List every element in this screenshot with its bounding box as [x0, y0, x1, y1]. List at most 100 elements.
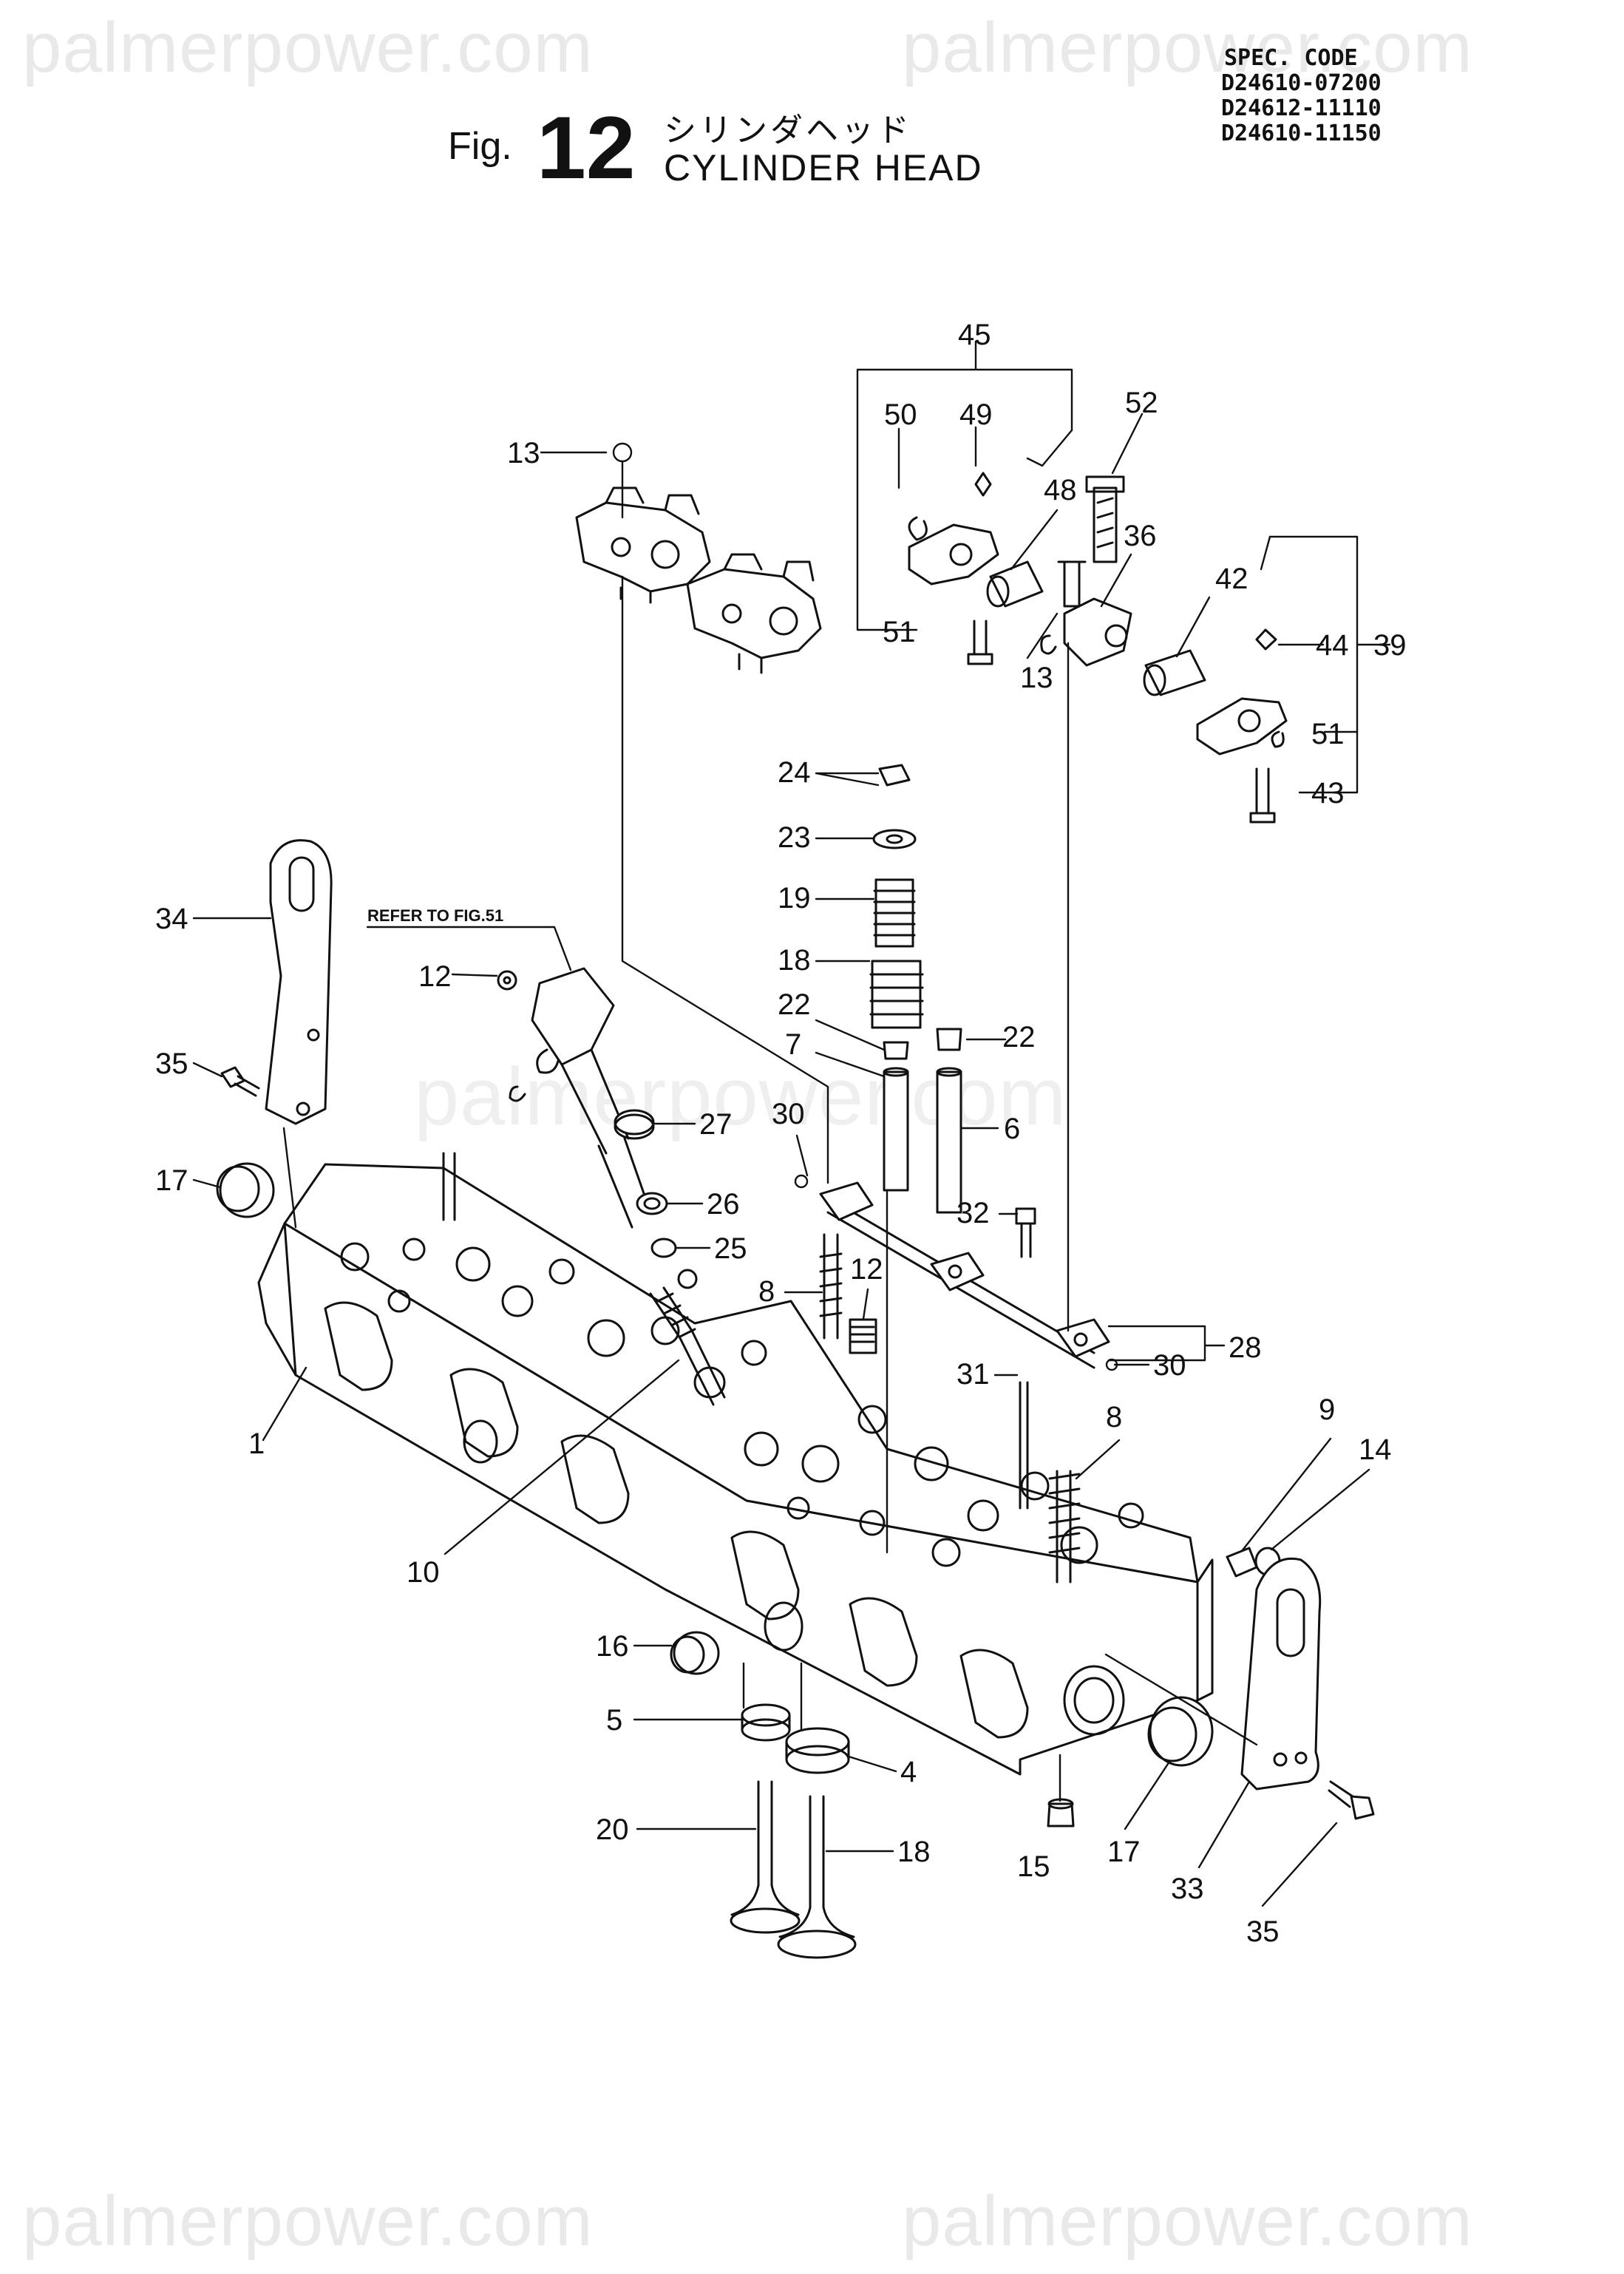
valve-seat-4	[785, 1727, 850, 1774]
nut-12	[497, 970, 517, 991]
callout-25: 25	[714, 1232, 747, 1265]
callout-17-left: 17	[155, 1164, 188, 1197]
spec-code-1: D24610-07200	[1221, 70, 1382, 96]
callout-17-right: 17	[1107, 1836, 1141, 1868]
stem-seal-22	[883, 1041, 909, 1060]
callout-48: 48	[1044, 474, 1077, 506]
valve-seat-5	[741, 1703, 791, 1742]
callout-30-right: 30	[1153, 1349, 1186, 1382]
callout-36: 36	[1124, 520, 1157, 552]
callout-18: 18	[897, 1836, 931, 1868]
stud-8-left	[819, 1233, 843, 1340]
callout-51-right: 51	[1311, 718, 1345, 750]
callout-32: 32	[957, 1197, 990, 1229]
valve-cotter-24	[878, 764, 911, 787]
callout-1: 1	[248, 1428, 265, 1460]
injector-assembly	[509, 967, 652, 1229]
callout-43: 43	[1311, 777, 1345, 810]
callout-33: 33	[1171, 1873, 1204, 1905]
plug-15	[1047, 1798, 1075, 1827]
rocker-support-36	[1040, 475, 1132, 667]
callout-51-top: 50	[884, 398, 917, 431]
plug-16	[670, 1631, 720, 1675]
bushing-48	[986, 560, 1044, 608]
watermark-bottom-left: palmerpower.com	[22, 2182, 594, 2261]
callout-20: 18	[778, 944, 811, 977]
callout-44: 44	[1316, 629, 1349, 662]
bolt-32	[1015, 1207, 1036, 1258]
callout-50: 49	[959, 398, 993, 431]
callout-49: 51	[883, 616, 916, 648]
nozzle-seat-25	[650, 1238, 677, 1258]
callout-7: 7	[785, 1028, 801, 1061]
bolt-35-right	[1328, 1780, 1375, 1820]
callout-52: 52	[1125, 387, 1158, 419]
callout-45: 45	[958, 319, 991, 351]
lifting-bracket-33	[1240, 1557, 1322, 1791]
callout-34: 34	[155, 903, 188, 935]
callout-5: 5	[606, 1704, 622, 1737]
callout-30-top: 30	[772, 1098, 805, 1130]
rocker-assembly-left	[575, 486, 711, 604]
callout-27: 27	[699, 1108, 733, 1141]
plug-17-right	[1147, 1696, 1214, 1767]
washer-26	[636, 1192, 668, 1215]
inner-spring-21	[873, 878, 916, 948]
callout-9: 9	[1319, 1394, 1335, 1426]
watermark-top-left: palmerpower.com	[22, 8, 594, 87]
rocker-arm-39	[1196, 628, 1288, 824]
valve-guide-7	[883, 1067, 909, 1192]
callout-35-left: 35	[155, 1048, 188, 1080]
intake-valve-18	[777, 1795, 857, 1959]
callout-28: 28	[1229, 1331, 1262, 1364]
callout-14: 14	[1359, 1433, 1392, 1466]
valve-seal-11	[849, 1318, 877, 1354]
callout-10: 10	[407, 1556, 440, 1589]
callout-13-mid: 13	[1020, 662, 1053, 694]
title-japanese: シリンダヘッド	[664, 112, 912, 149]
bushing-42	[1143, 649, 1206, 696]
callout-16: 16	[596, 1630, 629, 1663]
rocker-shaft-28	[819, 1181, 1110, 1369]
callout-13-left: 13	[507, 437, 540, 469]
callout-26: 26	[707, 1188, 740, 1221]
seal-27	[614, 1109, 655, 1140]
callout-8-right: 8	[1106, 1401, 1122, 1433]
spec-code-2: D24612-11110	[1221, 95, 1382, 121]
callout-23: 23	[778, 821, 811, 854]
callout-39: 39	[1373, 629, 1407, 662]
rocker-arm-45	[908, 472, 999, 586]
callout-12: 12	[418, 960, 452, 993]
lifting-bracket-34	[265, 839, 333, 1125]
plug-17-left	[216, 1162, 275, 1218]
callout-19: 20	[596, 1813, 629, 1846]
callout-8-left: 8	[758, 1275, 775, 1308]
callout-11: 12	[850, 1253, 883, 1286]
callout-22-right: 22	[1002, 1021, 1036, 1053]
callout-4: 4	[900, 1756, 917, 1788]
exhaust-valve-19	[730, 1780, 801, 1934]
title-english: CYLINDER HEAD	[664, 147, 983, 189]
callout-21: 19	[778, 882, 811, 914]
callout-6: 6	[1004, 1113, 1020, 1145]
spec-code-3: D24610-11150	[1221, 121, 1382, 146]
spring-retainer-23	[872, 829, 917, 849]
push-rod-31	[1019, 1381, 1029, 1510]
rocker-assembly-left-2	[686, 553, 822, 674]
watermark-bottom-right: palmerpower.com	[902, 2182, 1473, 2261]
stud-10	[649, 1286, 726, 1406]
refer-to-fig-note: REFER TO FIG.51	[367, 906, 503, 925]
callout-15: 15	[1017, 1850, 1050, 1883]
callout-31: 31	[957, 1358, 990, 1391]
bolt-49	[967, 620, 993, 665]
cylinder-head-body	[257, 1152, 1214, 1776]
spec-code-label: SPEC. CODE	[1224, 45, 1358, 71]
spec-code-block: SPEC. CODE D24610-07200 D24612-11110 D24…	[1221, 46, 1382, 146]
fig-number: 12	[537, 98, 636, 197]
fig-label: Fig.	[448, 125, 512, 168]
watermark-top-right: palmerpower.com	[902, 8, 1473, 87]
callout-22-left: 22	[778, 988, 811, 1021]
valve-guide-6	[936, 1028, 962, 1214]
